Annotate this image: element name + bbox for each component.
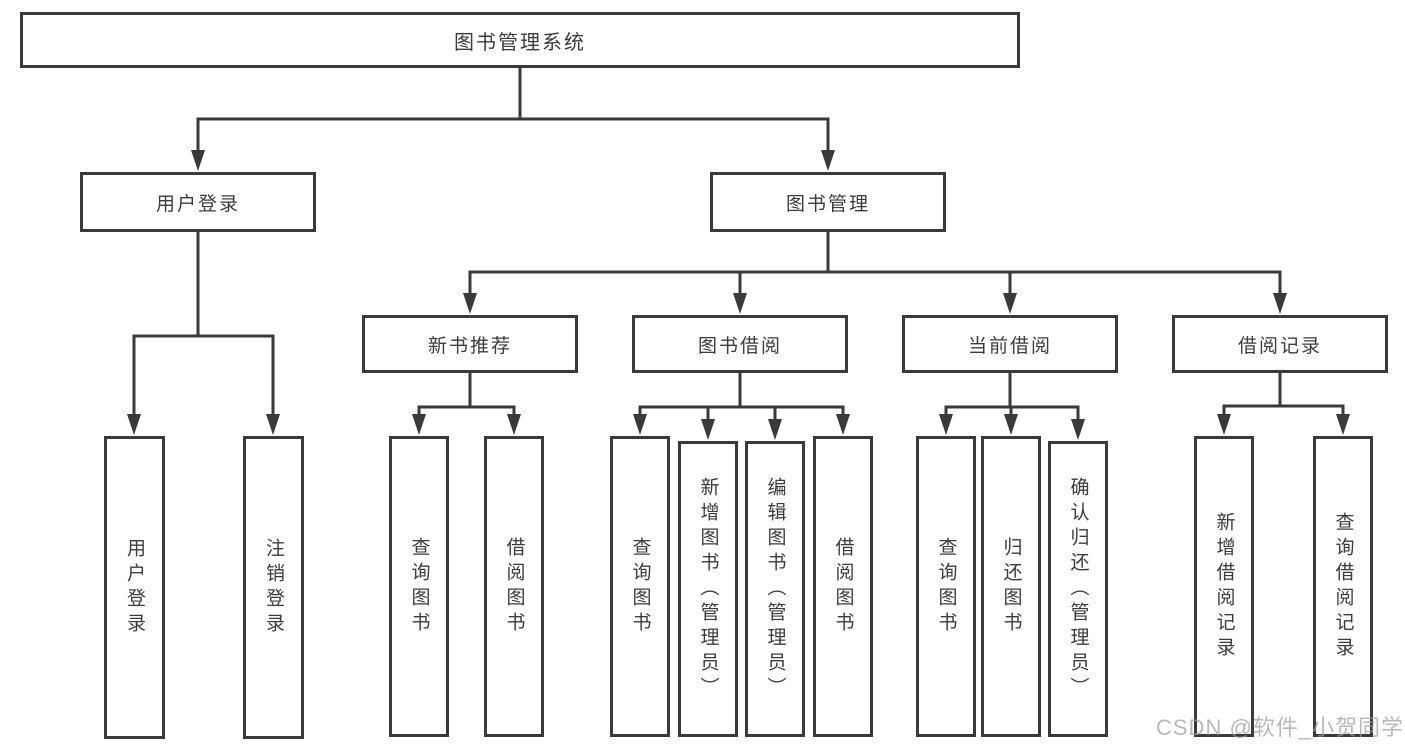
arrow-down-icon <box>733 293 747 314</box>
arrow-down-icon <box>633 414 647 435</box>
node-book-borrowing: 图书借阅 <box>632 315 848 373</box>
arrow-down-icon <box>266 414 280 435</box>
arrow-down-icon <box>191 150 205 171</box>
arrow-down-icon <box>1004 414 1018 435</box>
leaf-borrow-books: 借阅图书 <box>484 436 544 737</box>
leaf-query-books: 查询图书 <box>389 436 449 737</box>
node-book-management: 图书管理 <box>710 172 946 232</box>
leaf-query-borrow-record: 查询借阅记录 <box>1313 436 1373 737</box>
node-library-system: 图书管理系统 <box>20 12 1020 68</box>
leaf-add-book-admin: 新增图书（管理员） <box>678 441 738 737</box>
csdn-watermark: CSDN @软件_小贺同学 <box>1156 715 1405 740</box>
arrow-down-icon <box>1336 414 1350 435</box>
leaf-query-books: 查询图书 <box>610 436 670 737</box>
leaf-edit-book-admin: 编辑图书（管理员） <box>745 441 805 737</box>
leaf-borrow-books: 借阅图书 <box>813 436 873 737</box>
arrow-down-icon <box>701 419 715 440</box>
arrow-down-icon <box>939 414 953 435</box>
node-user-login: 用户登录 <box>80 172 316 232</box>
leaf-user-login: 用户登录 <box>104 436 165 739</box>
arrow-down-icon <box>1217 414 1231 435</box>
arrow-down-icon <box>836 414 850 435</box>
leaf-return-books: 归还图书 <box>981 436 1041 737</box>
leaf-query-books: 查询图书 <box>916 436 976 737</box>
arrow-down-icon <box>1003 293 1017 314</box>
arrow-down-icon <box>1273 293 1287 314</box>
arrow-down-icon <box>507 414 521 435</box>
arrow-down-icon <box>768 419 782 440</box>
leaf-add-borrow-record: 新增借阅记录 <box>1194 436 1254 737</box>
arrow-down-icon <box>127 414 141 435</box>
arrow-down-icon <box>463 293 477 314</box>
leaf-logout: 注销登录 <box>243 436 304 739</box>
arrow-down-icon <box>821 150 835 171</box>
node-current-borrowing: 当前借阅 <box>902 315 1118 373</box>
node-new-book-recommend: 新书推荐 <box>362 315 578 373</box>
node-borrowing-records: 借阅记录 <box>1172 315 1388 373</box>
arrow-down-icon <box>412 414 426 435</box>
leaf-confirm-return-admin: 确认归还（管理员） <box>1048 441 1108 737</box>
arrow-down-icon <box>1071 419 1085 440</box>
